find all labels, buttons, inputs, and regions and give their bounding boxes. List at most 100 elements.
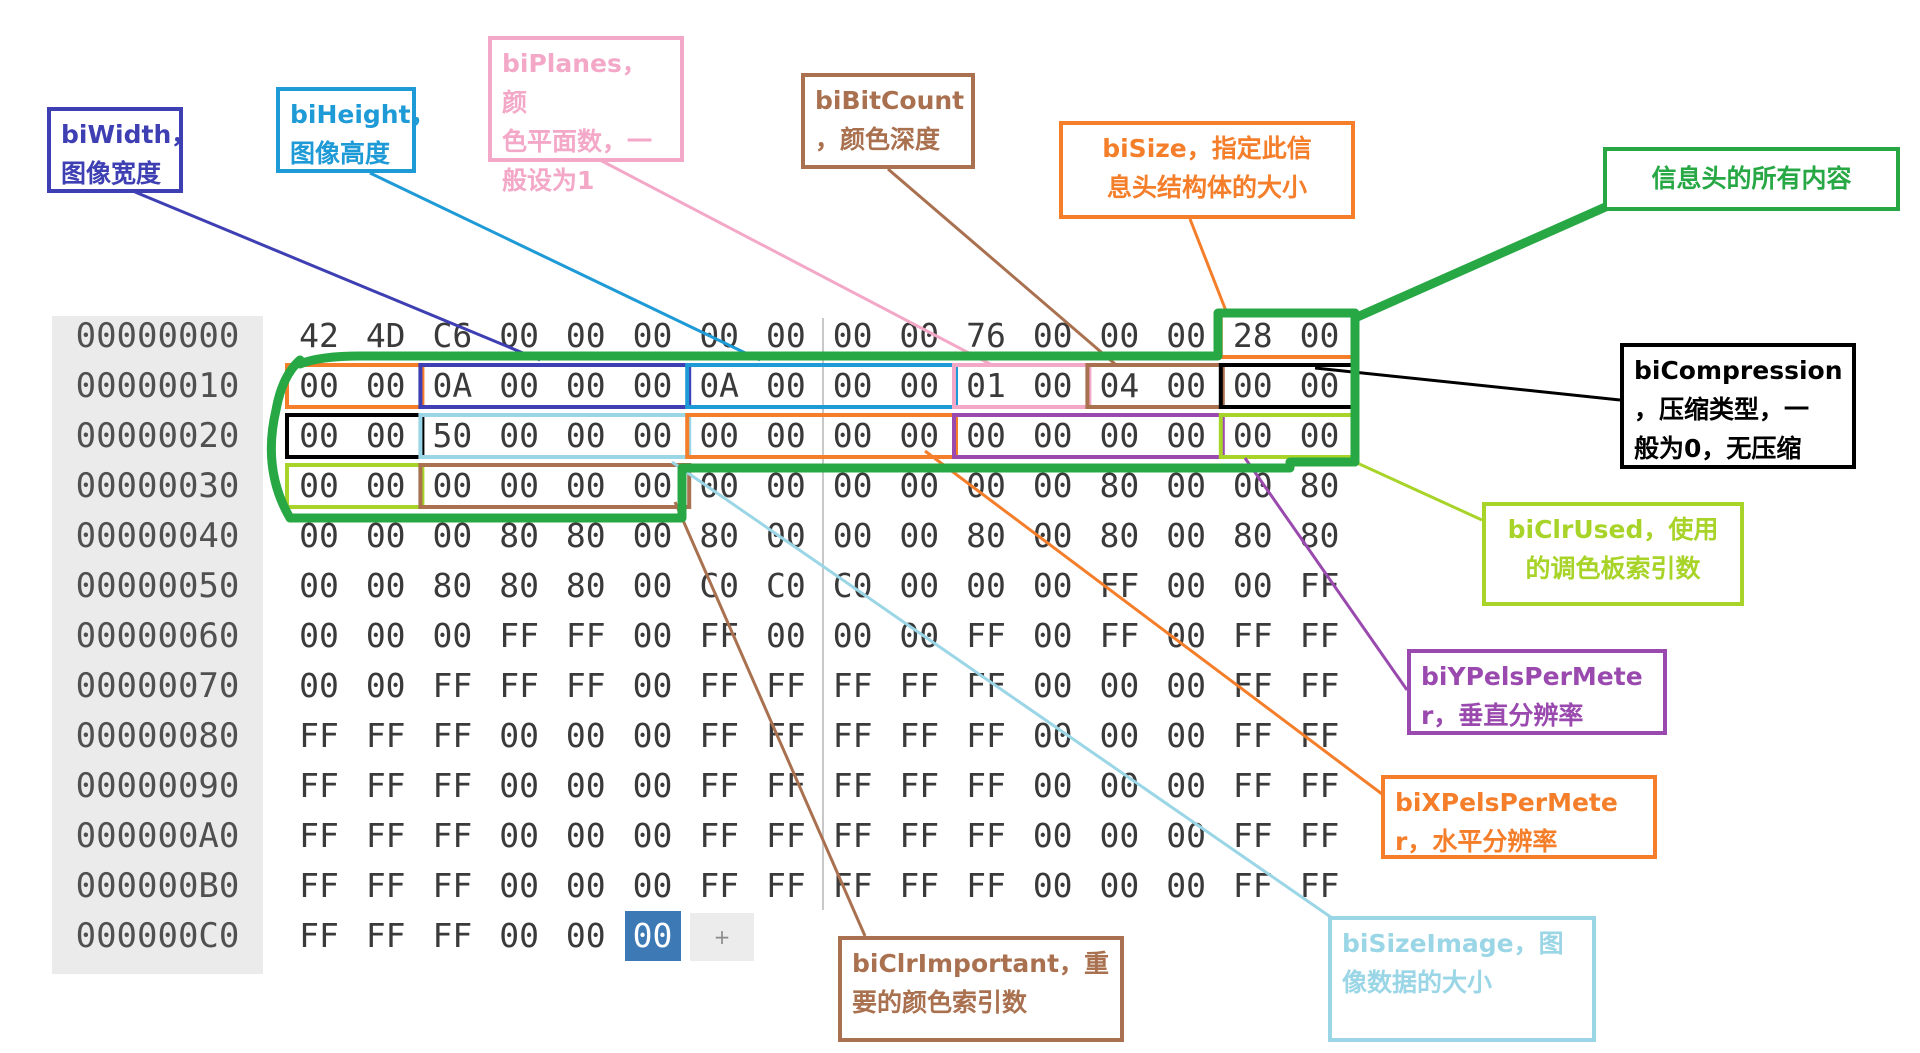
- hex-byte[interactable]: FF: [832, 816, 873, 855]
- hex-byte[interactable]: 00: [966, 566, 1006, 605]
- hex-byte[interactable]: 80: [1299, 516, 1340, 555]
- hex-byte[interactable]: 00: [632, 716, 673, 755]
- hex-byte[interactable]: FF: [1232, 766, 1273, 805]
- hex-byte[interactable]: 04: [1099, 366, 1140, 405]
- hex-byte[interactable]: 00: [899, 416, 940, 455]
- hex-byte[interactable]: 00: [565, 816, 606, 855]
- hex-byte[interactable]: 00: [1032, 866, 1073, 905]
- hex-byte[interactable]: 00: [632, 466, 673, 505]
- hex-byte[interactable]: 00: [832, 416, 873, 455]
- hex-byte[interactable]: FF: [1232, 616, 1273, 655]
- hex-byte[interactable]: 00: [632, 316, 673, 355]
- hex-byte[interactable]: FF: [699, 716, 740, 755]
- hex-byte[interactable]: FF: [766, 816, 806, 855]
- hex-byte[interactable]: 00: [632, 616, 673, 655]
- hex-byte[interactable]: 00: [432, 466, 473, 505]
- hex-byte[interactable]: FF: [499, 666, 539, 705]
- hex-byte[interactable]: 00: [832, 516, 873, 555]
- hex-byte[interactable]: FF: [1299, 766, 1340, 805]
- hex-byte[interactable]: 00: [499, 466, 539, 505]
- hex-byte[interactable]: 00: [766, 616, 806, 655]
- hex-byte[interactable]: FF: [299, 916, 339, 955]
- hex-byte[interactable]: FF: [1299, 616, 1340, 655]
- hex-byte[interactable]: FF: [699, 666, 740, 705]
- hex-byte[interactable]: 00: [365, 616, 406, 655]
- hex-byte[interactable]: 00: [365, 566, 406, 605]
- hex-byte[interactable]: 00: [1166, 566, 1206, 605]
- hex-byte[interactable]: 00: [565, 316, 606, 355]
- hex-byte[interactable]: 00: [499, 766, 539, 805]
- hex-byte[interactable]: 00: [565, 716, 606, 755]
- hex-byte[interactable]: 00: [499, 866, 539, 905]
- hex-byte[interactable]: 00: [632, 666, 673, 705]
- hex-byte[interactable]: FF: [699, 766, 740, 805]
- hex-byte[interactable]: 80: [1099, 516, 1140, 555]
- hex-byte[interactable]: 0A: [699, 366, 740, 405]
- hex-byte[interactable]: 00: [565, 866, 606, 905]
- hex-byte[interactable]: FF: [966, 616, 1006, 655]
- hex-byte[interactable]: 00: [565, 366, 606, 405]
- hex-byte[interactable]: 00: [565, 416, 606, 455]
- hex-byte[interactable]: 00: [1232, 366, 1273, 405]
- hex-byte[interactable]: 00: [365, 466, 406, 505]
- hex-byte[interactable]: FF: [565, 616, 606, 655]
- hex-byte[interactable]: 00: [632, 416, 673, 455]
- hex-byte[interactable]: 00: [299, 616, 339, 655]
- hex-byte[interactable]: FF: [699, 866, 740, 905]
- hex-byte[interactable]: FF: [299, 716, 339, 755]
- hex-byte[interactable]: FF: [432, 766, 473, 805]
- hex-byte[interactable]: 00: [1099, 716, 1140, 755]
- hex-byte[interactable]: FF: [1099, 616, 1140, 655]
- hex-byte[interactable]: FF: [832, 666, 873, 705]
- hex-byte[interactable]: 00: [632, 816, 673, 855]
- hex-byte[interactable]: 00: [1232, 416, 1273, 455]
- hex-byte[interactable]: 00: [832, 616, 873, 655]
- hex-byte[interactable]: 00: [966, 416, 1006, 455]
- hex-byte[interactable]: FF: [899, 766, 940, 805]
- hex-byte[interactable]: 00: [1299, 366, 1340, 405]
- hex-byte[interactable]: 00: [899, 516, 940, 555]
- hex-byte[interactable]: 00: [766, 416, 806, 455]
- hex-byte[interactable]: 00: [299, 366, 339, 405]
- hex-byte[interactable]: FF: [365, 866, 406, 905]
- hex-byte[interactable]: 80: [699, 516, 740, 555]
- hex-byte[interactable]: 80: [565, 566, 606, 605]
- hex-byte[interactable]: FF: [299, 766, 339, 805]
- hex-byte[interactable]: 00: [1032, 766, 1073, 805]
- hex-byte[interactable]: 00: [365, 666, 406, 705]
- hex-byte[interactable]: 00: [699, 416, 740, 455]
- hex-byte[interactable]: FF: [899, 866, 940, 905]
- hex-byte[interactable]: 00: [1099, 866, 1140, 905]
- hex-byte[interactable]: 01: [966, 366, 1006, 405]
- hex-byte[interactable]: 00: [632, 866, 673, 905]
- hex-byte[interactable]: 00: [299, 566, 339, 605]
- hex-byte[interactable]: FF: [966, 866, 1006, 905]
- hex-byte[interactable]: 00: [565, 466, 606, 505]
- hex-byte[interactable]: 00: [499, 916, 539, 955]
- hex-byte[interactable]: 80: [499, 566, 539, 605]
- hex-byte[interactable]: FF: [966, 716, 1006, 755]
- hex-byte[interactable]: 00: [1166, 816, 1206, 855]
- selected-hex-byte[interactable]: 00: [624, 911, 681, 961]
- hex-byte[interactable]: 00: [299, 416, 339, 455]
- hex-byte[interactable]: 0A: [432, 366, 473, 405]
- hex-byte[interactable]: FF: [432, 916, 473, 955]
- hex-byte[interactable]: FF: [365, 916, 406, 955]
- hex-byte[interactable]: 80: [1299, 466, 1340, 505]
- hex-byte[interactable]: 00: [1032, 616, 1073, 655]
- hex-byte[interactable]: FF: [1232, 816, 1273, 855]
- hex-byte[interactable]: FF: [432, 716, 473, 755]
- hex-byte[interactable]: 00: [632, 766, 673, 805]
- hex-byte[interactable]: FF: [299, 866, 339, 905]
- hex-byte[interactable]: 00: [1166, 316, 1206, 355]
- hex-byte[interactable]: 00: [499, 366, 539, 405]
- hex-byte[interactable]: 00: [1299, 416, 1340, 455]
- hex-byte[interactable]: 28: [1232, 316, 1273, 355]
- hex-byte[interactable]: 00: [565, 766, 606, 805]
- hex-byte[interactable]: FF: [699, 816, 740, 855]
- hex-byte[interactable]: FF: [832, 716, 873, 755]
- hex-byte[interactable]: FF: [365, 816, 406, 855]
- hex-byte[interactable]: 00: [1032, 816, 1073, 855]
- hex-byte[interactable]: 00: [432, 616, 473, 655]
- hex-byte[interactable]: FF: [432, 866, 473, 905]
